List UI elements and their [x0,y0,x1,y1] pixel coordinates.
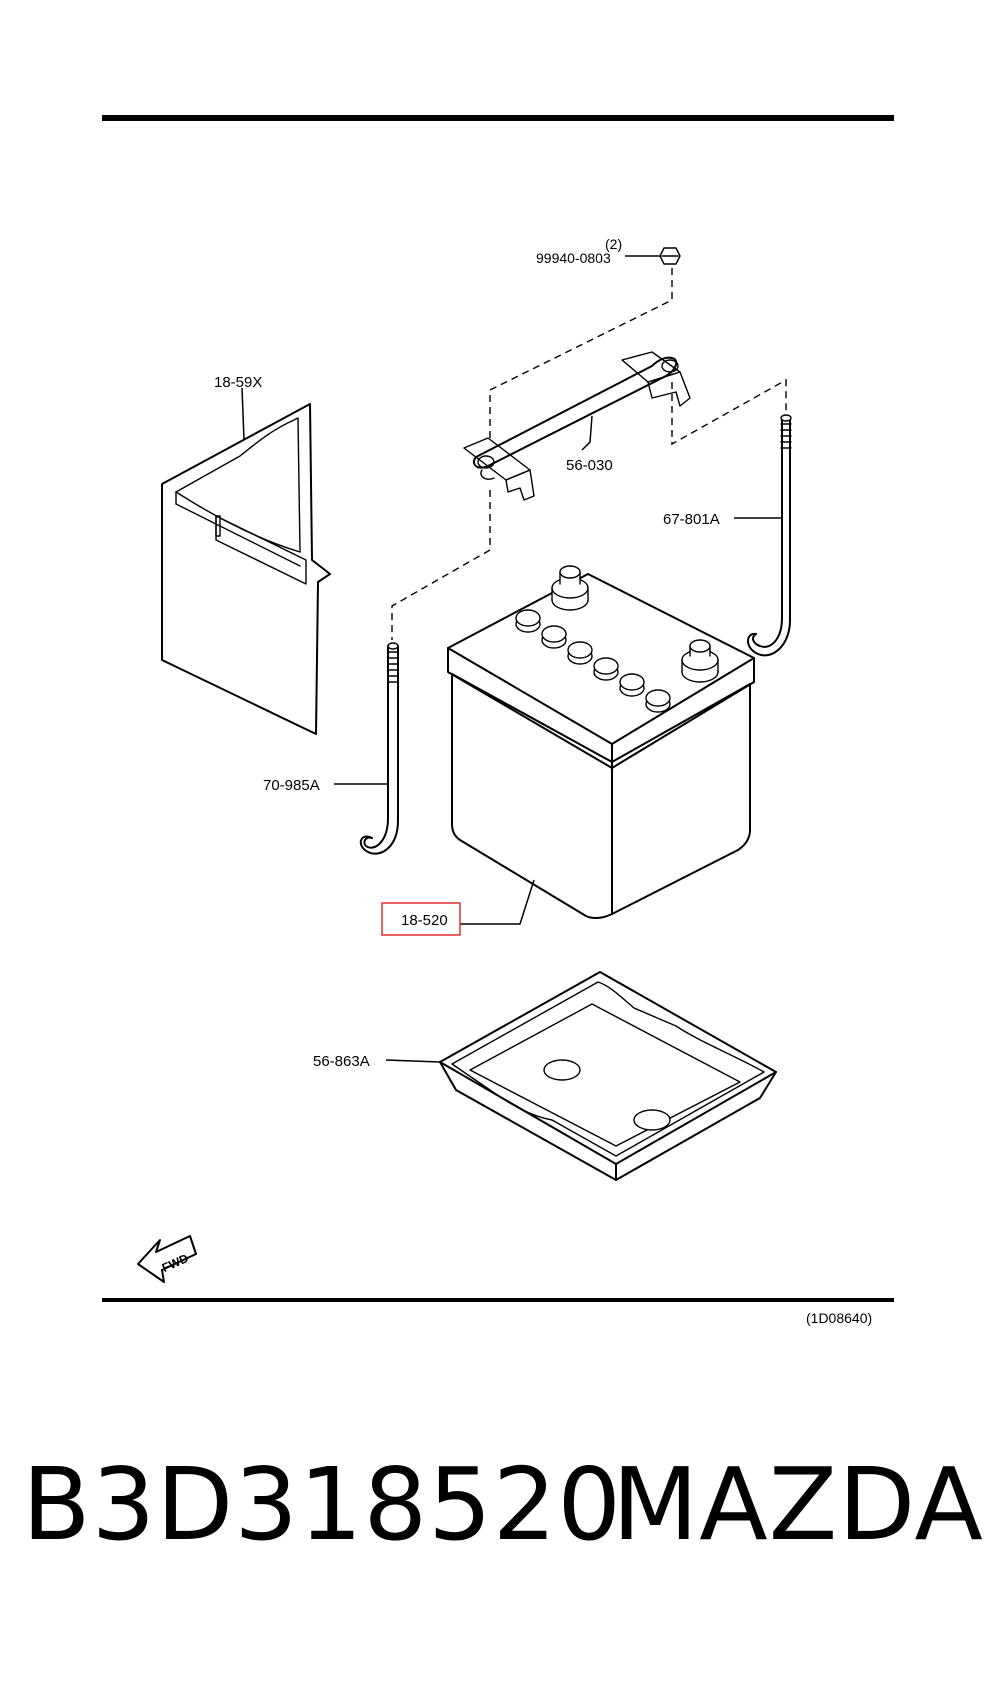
nut-part-label: 99940-0803 [536,250,611,266]
tray-part-label: 56-863A [313,1053,370,1070]
diagram-code-label: (1D08640) [806,1310,872,1326]
clamp-part [463,351,691,501]
nut-qty-label: (2) [605,236,622,252]
left-rod-part [334,642,399,855]
parts-diagram: (2) 99940-0803 56-030 18-59X [102,115,894,1326]
right-rod-label: 67-801A [663,511,720,528]
guide-clamp-to-right-rod [671,378,787,446]
cover-part-label: 18-59X [214,374,262,391]
left-rod-label: 70-985A [263,777,320,794]
battery-part [447,565,755,925]
part-number: B3D318520 [22,1446,622,1563]
right-rod-part [734,414,792,657]
nut-part [625,247,681,265]
fwd-arrow-icon: FWD [137,1235,197,1283]
cover-part [161,387,331,735]
clamp-part-label: 56-030 [566,457,613,474]
battery-label-highlight [381,902,461,936]
tray-part [385,971,777,1181]
guide-clamp-to-left-rod [391,490,491,640]
guide-nut-to-clamp [489,268,673,440]
battery-part-label: 18-520 [401,912,448,929]
brand-name: MAZDA [612,1446,984,1563]
